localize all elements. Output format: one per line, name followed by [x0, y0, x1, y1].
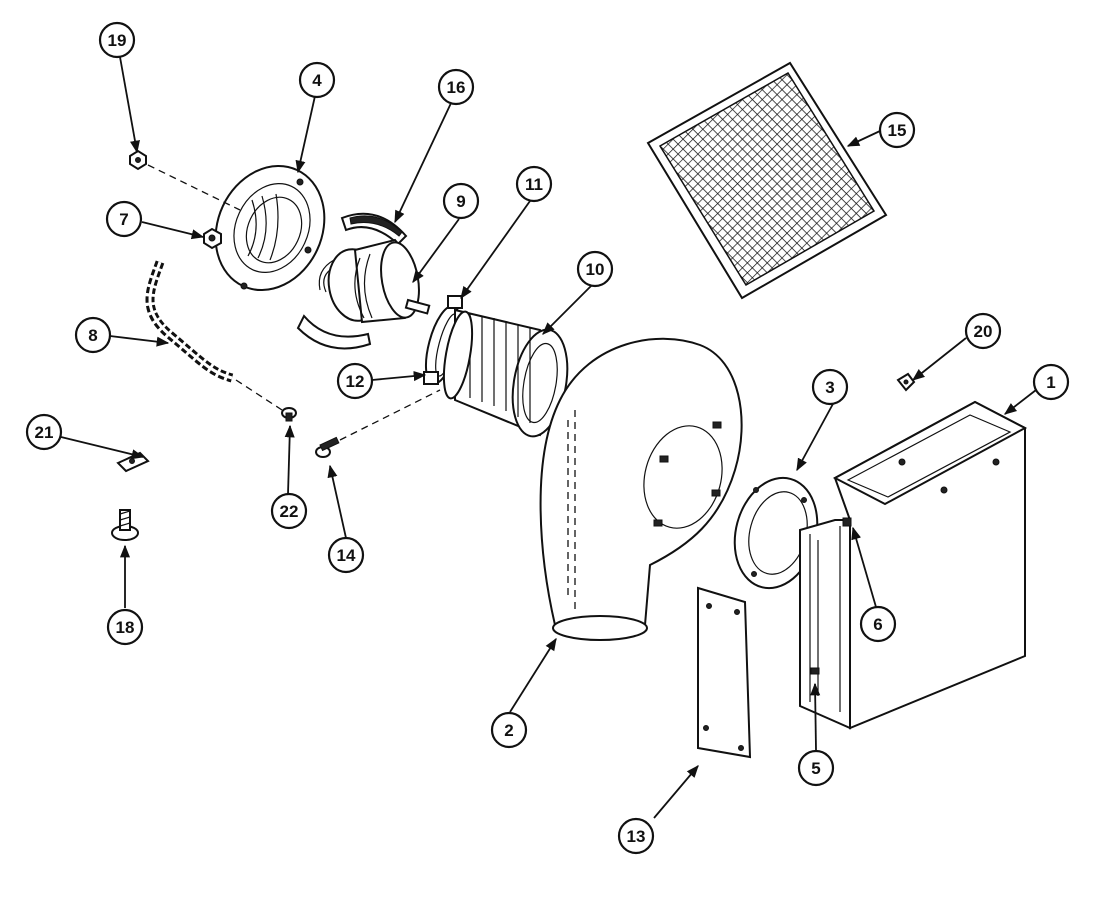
svg-text:12: 12 [346, 372, 365, 391]
box-part [799, 400, 1028, 730]
svg-text:7: 7 [119, 210, 128, 229]
svg-text:14: 14 [337, 546, 356, 565]
callout-5: 5 [797, 749, 835, 787]
svg-text:18: 18 [116, 618, 135, 637]
callout-12: 12 [336, 362, 374, 400]
callout-1: 1 [1032, 363, 1070, 401]
callout-9: 9 [442, 182, 480, 220]
svg-text:1: 1 [1046, 373, 1055, 392]
nut-19-part [129, 149, 147, 171]
svg-text:3: 3 [825, 378, 834, 397]
svg-text:6: 6 [873, 615, 882, 634]
ring-gasket-part [733, 476, 819, 590]
callout-3: 3 [811, 368, 849, 406]
callout-22: 22 [270, 492, 308, 530]
motor-bracket-part [296, 212, 408, 350]
svg-text:11: 11 [525, 175, 543, 194]
dashed-line-8 [235, 379, 283, 411]
svg-text:20: 20 [974, 322, 993, 341]
callout-7: 7 [105, 200, 143, 238]
callout-2: 2 [490, 711, 528, 749]
screw-14-part [315, 436, 340, 458]
svg-text:21: 21 [35, 423, 54, 442]
blower-wheel-part [442, 308, 569, 438]
svg-text:13: 13 [627, 827, 646, 846]
clip-20-part [896, 372, 916, 392]
screw-22-part [281, 407, 297, 422]
svg-text:19: 19 [108, 31, 127, 50]
motor-part [318, 238, 431, 324]
callout-13: 13 [617, 817, 655, 855]
wire-harness-part [145, 260, 234, 383]
fastener-18-part [111, 509, 139, 541]
clip-21-part [116, 451, 150, 473]
callout-4: 4 [298, 61, 336, 99]
callout-14: 14 [327, 536, 365, 574]
svg-text:9: 9 [456, 192, 465, 211]
callout-8: 8 [74, 316, 112, 354]
svg-text:22: 22 [280, 502, 299, 521]
svg-text:10: 10 [586, 260, 605, 279]
dashed-line-19 [147, 164, 241, 211]
dashed-line-14 [339, 389, 441, 441]
svg-text:4: 4 [312, 71, 322, 90]
leader-lines [60, 56, 1037, 819]
callout-18: 18 [106, 608, 144, 646]
callout-20: 20 [964, 312, 1002, 350]
callout-15: 15 [878, 111, 916, 149]
svg-text:8: 8 [88, 326, 97, 345]
nut-7-part [203, 227, 222, 250]
blower-housing-part [539, 337, 743, 641]
svg-text:16: 16 [447, 78, 466, 97]
svg-text:15: 15 [888, 121, 907, 140]
mounting-ring-part [214, 164, 326, 292]
callout-10: 10 [576, 250, 614, 288]
callout-19: 19 [98, 21, 136, 59]
callout-16: 16 [437, 68, 475, 106]
svg-text:2: 2 [504, 721, 513, 740]
cover-plate-part [697, 586, 752, 759]
callout-11: 11 [515, 165, 553, 203]
svg-text:5: 5 [811, 759, 820, 778]
callout-6: 6 [859, 605, 897, 643]
filter-part [646, 61, 888, 300]
callout-21: 21 [25, 413, 63, 451]
